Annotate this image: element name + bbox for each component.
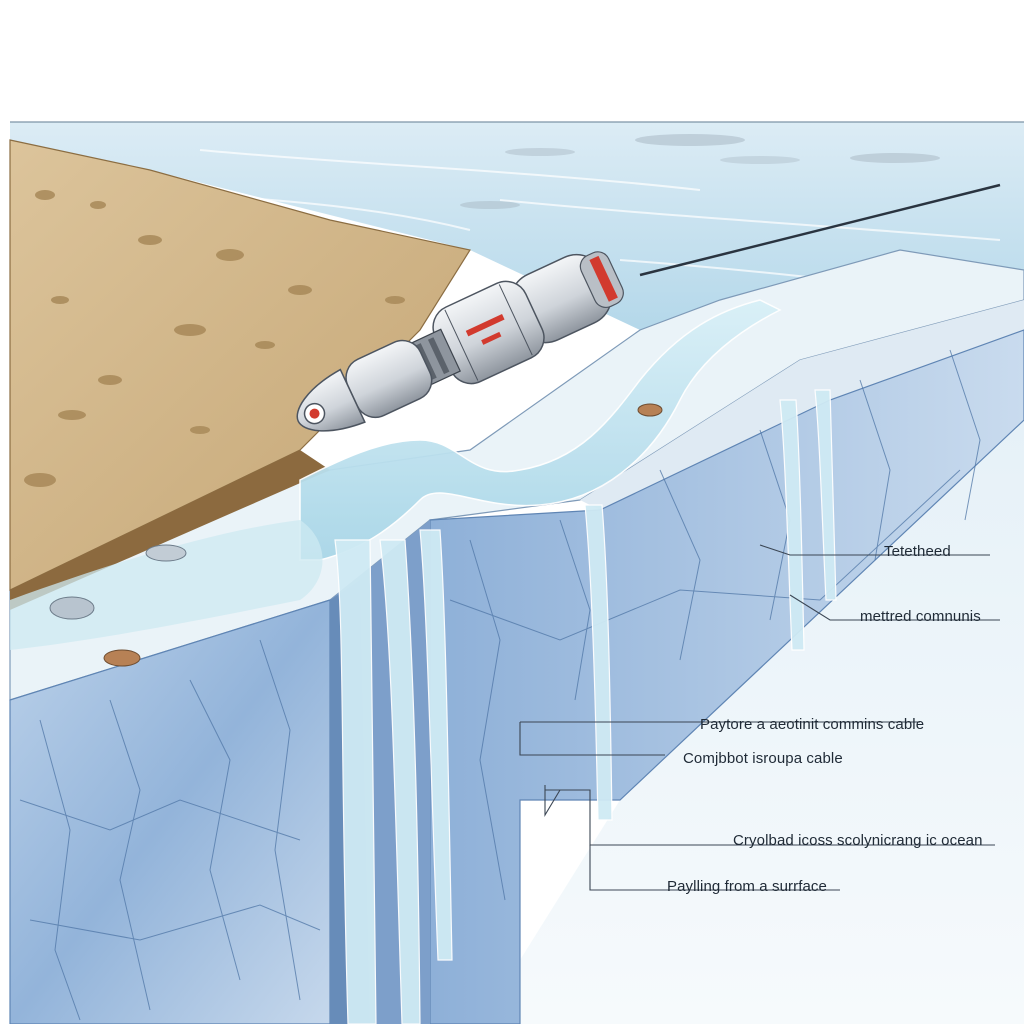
ice-cliff-face [9,599,331,1024]
meltwater-falls [334,389,837,1024]
cryobot-probe-icon [296,251,624,432]
callout-surface: Paylling from a surrface [667,878,827,895]
callout-metered: mettred comnunis [860,608,981,625]
meltwater-channel [299,299,782,561]
callout-tethered: Tetetheed [884,543,951,560]
callout-cryobot: Comjbbot isroupa cable [683,750,843,767]
callout-payload: Paytore a aeotinit commins cable [700,716,925,733]
sandy-terrain [9,139,471,591]
tether-cable [639,183,1001,277]
ice-cliff-face-right [429,329,1024,1024]
callout-ocean: Cryolbad icoss scolynicrang ic ocean [733,832,983,849]
callout-leader-lines [519,544,1000,891]
